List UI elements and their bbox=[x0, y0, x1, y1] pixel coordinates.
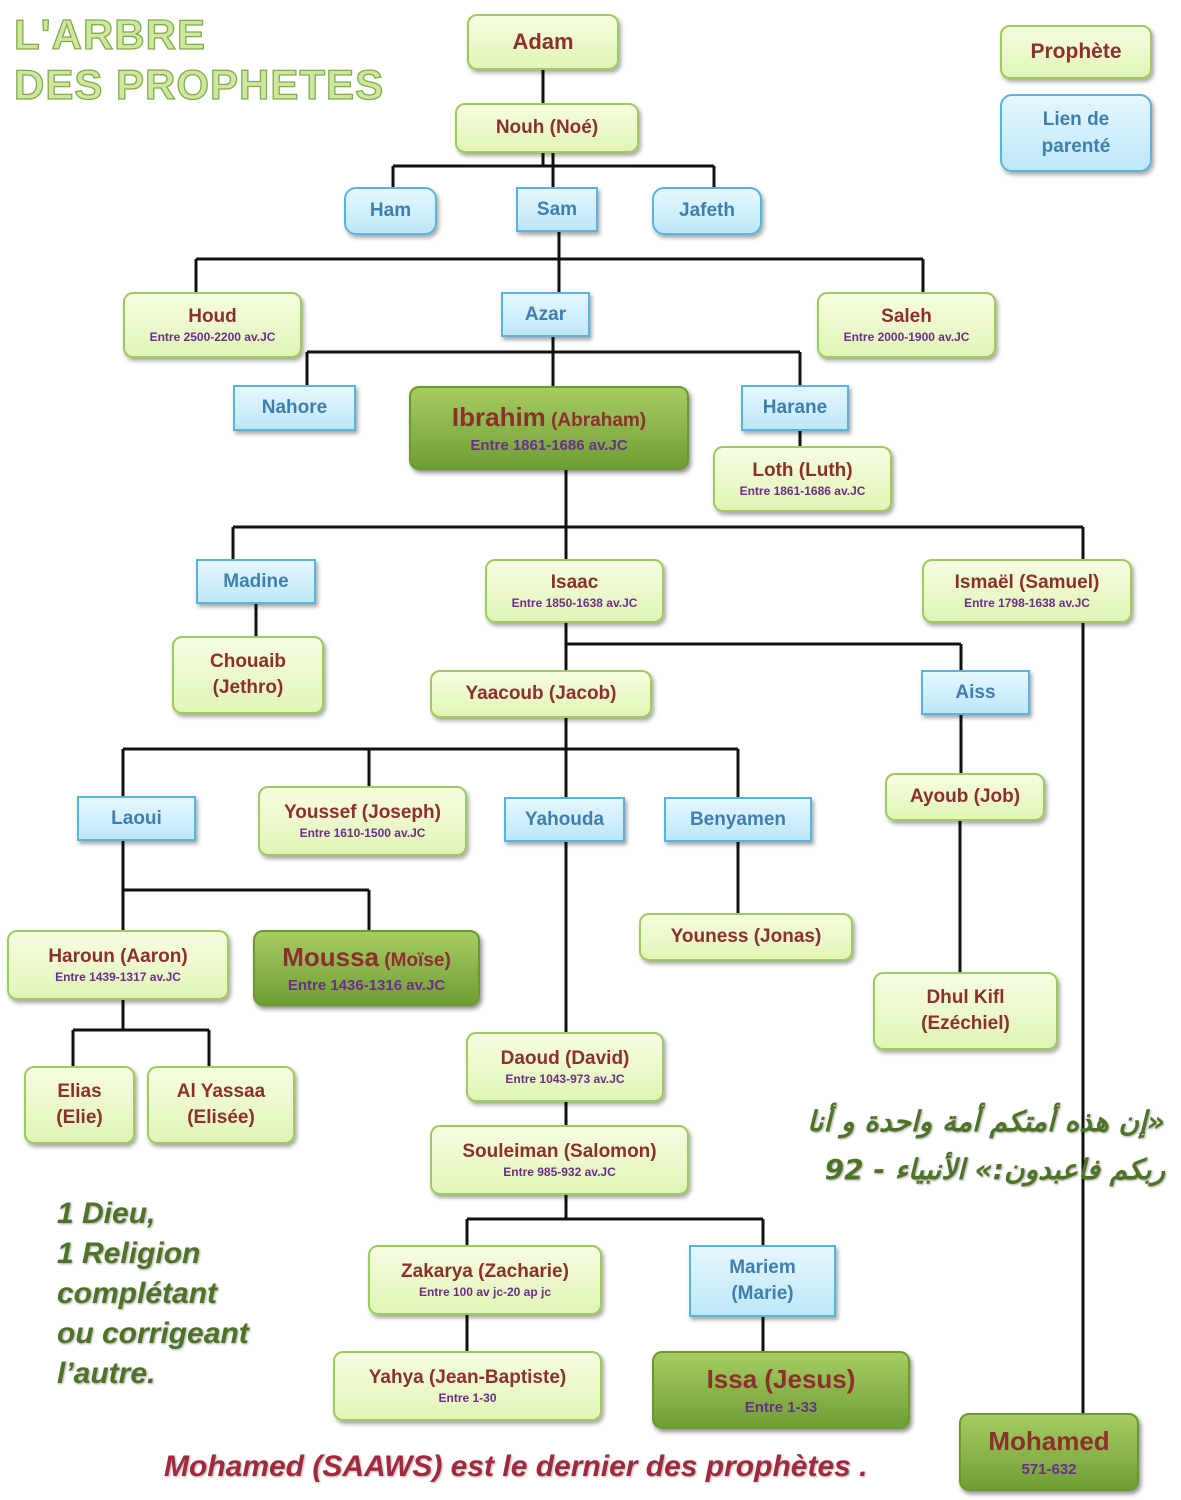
title-line-2: DES PROPHETES bbox=[13, 61, 385, 108]
connector-line-2 bbox=[194, 232, 925, 292]
legend-prophet: Prophète bbox=[1000, 25, 1152, 79]
connector-line-5 bbox=[231, 470, 1085, 559]
node-daoud: Daoud (David)Entre 1043-973 av.JC bbox=[466, 1032, 664, 1102]
footer-statement: Mohamed (SAAWS) est le dernier des proph… bbox=[164, 1450, 868, 1483]
connector-line-16 bbox=[465, 1195, 765, 1245]
node-ibrahim: Ibrahim (Abraham)Entre 1861-1686 av.JC bbox=[409, 386, 689, 470]
node-chouaib: Chouaib(Jethro) bbox=[172, 636, 324, 714]
node-nahore: Nahore bbox=[233, 385, 356, 431]
node-madine: Madine bbox=[196, 559, 316, 604]
node-elias: Elias(Elie) bbox=[24, 1066, 135, 1144]
connector-line-3 bbox=[305, 337, 802, 386]
node-loth: Loth (Luth)Entre 1861-1686 av.JC bbox=[713, 446, 892, 512]
title-line-1: L'ARBRE bbox=[13, 11, 206, 58]
node-mariem: Mariem(Marie) bbox=[689, 1245, 836, 1317]
node-nouh: Nouh (Noé) bbox=[455, 103, 639, 153]
node-dhulkifl: Dhul Kifl(Ezéchiel) bbox=[873, 972, 1058, 1050]
node-benyamen: Benyamen bbox=[664, 797, 812, 842]
node-ismael: Ismaël (Samuel)Entre 1798-1638 av.JC bbox=[922, 559, 1132, 623]
quran-quote: «إن هذه أمتكم أمة واحدة و أنا ربكم فاعبد… bbox=[807, 1105, 1165, 1186]
node-moussa: Moussa (Moïse)Entre 1436-1316 av.JC bbox=[253, 930, 480, 1006]
legend-link: Lien de parenté bbox=[1000, 94, 1152, 172]
connector-line-7 bbox=[564, 623, 963, 670]
node-alyassaa: Al Yassaa(Elisée) bbox=[147, 1066, 295, 1144]
connector-line-10 bbox=[121, 841, 371, 930]
connector-line-14 bbox=[71, 1000, 211, 1066]
node-aiss: Aiss bbox=[921, 670, 1030, 715]
node-jafeth: Jafeth bbox=[652, 187, 762, 235]
node-haroun: Haroun (Aaron)Entre 1439-1317 av.JC bbox=[7, 930, 229, 1000]
connector-line-1 bbox=[391, 153, 716, 187]
node-ham: Ham bbox=[344, 187, 437, 235]
node-issa: Issa (Jesus)Entre 1-33 bbox=[652, 1351, 910, 1429]
node-youness: Youness (Jonas) bbox=[639, 913, 853, 961]
node-yaacoub: Yaacoub (Jacob) bbox=[430, 670, 652, 718]
node-zakarya: Zakarya (Zacharie)Entre 100 av jc-20 ap … bbox=[368, 1245, 602, 1315]
node-souleiman: Souleiman (Salomon)Entre 985-932 av.JC bbox=[430, 1125, 689, 1195]
node-azar: Azar bbox=[501, 292, 590, 337]
node-sam: Sam bbox=[516, 187, 598, 232]
connector-line-8 bbox=[121, 718, 740, 797]
node-youssef: Youssef (Joseph)Entre 1610-1500 av.JC bbox=[258, 786, 467, 856]
node-yahya: Yahya (Jean-Baptiste)Entre 1-30 bbox=[333, 1351, 602, 1421]
node-harane: Harane bbox=[741, 385, 849, 431]
node-yahouda: Yahouda bbox=[504, 797, 625, 842]
node-laoui: Laoui bbox=[77, 796, 196, 841]
slogan: 1 Dieu, 1 Religion complétant ou corrige… bbox=[57, 1197, 249, 1390]
node-adam: Adam bbox=[467, 14, 619, 70]
node-ayoub: Ayoub (Job) bbox=[885, 773, 1045, 821]
